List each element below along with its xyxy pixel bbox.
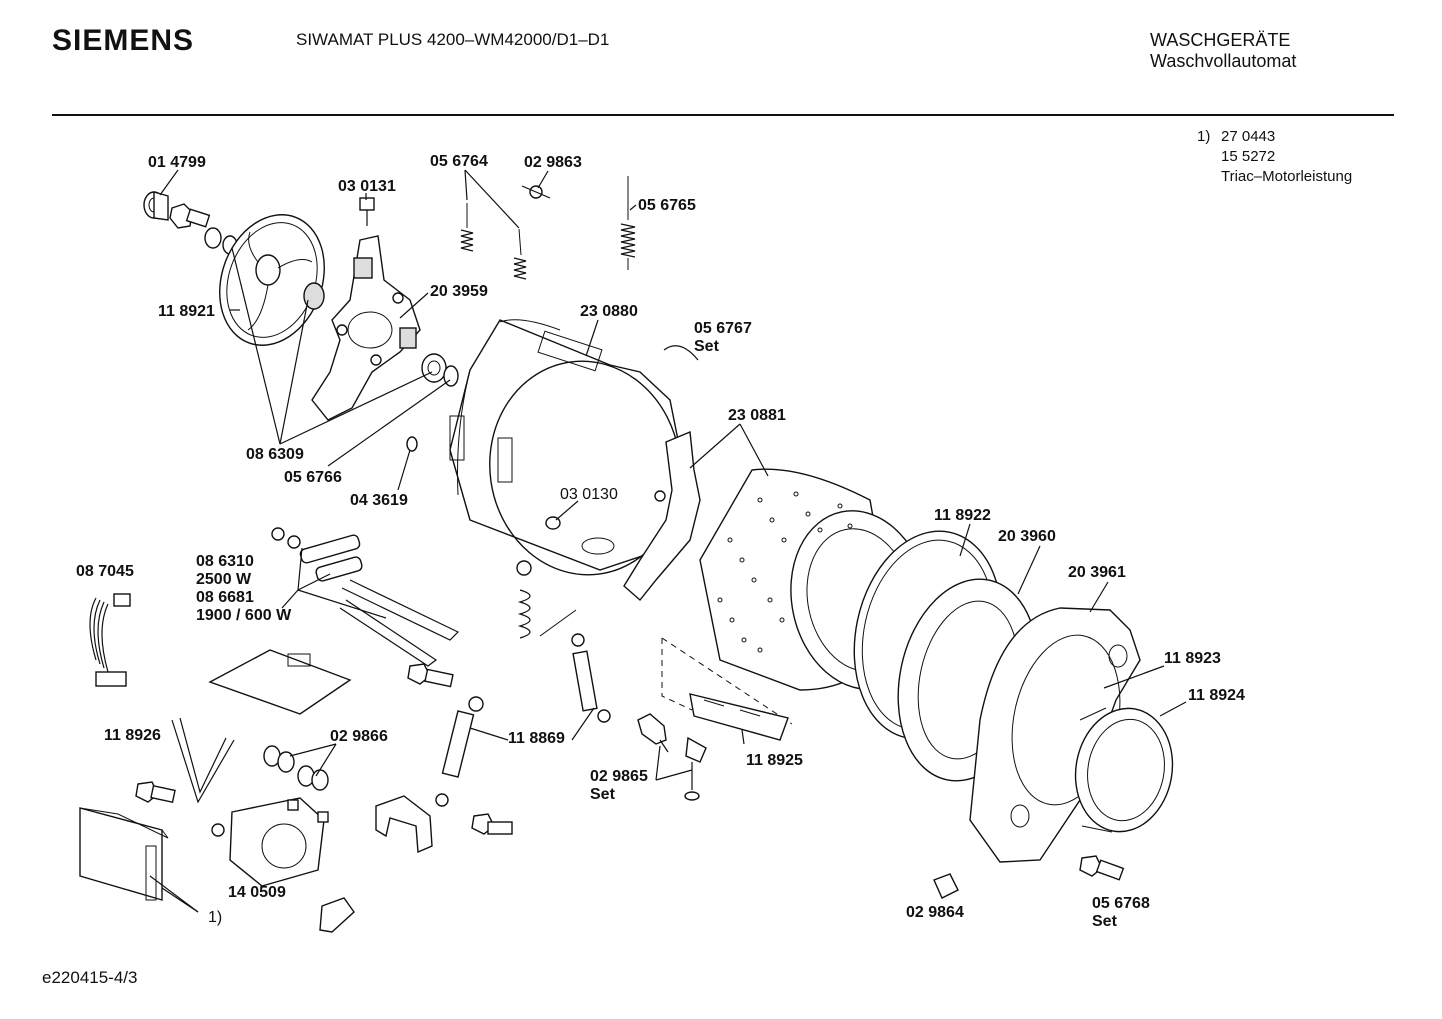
category-subtitle: Waschvollautomat	[1150, 51, 1297, 71]
baffle-part	[689, 693, 789, 741]
wiring-harness-part	[89, 593, 131, 687]
header-divider	[52, 114, 1394, 116]
part-label: 04 3619	[350, 492, 408, 509]
part-label: 08 7045	[76, 563, 134, 580]
part-label: 05 6764	[430, 153, 488, 170]
footnote-marker: 1)	[1197, 128, 1211, 145]
part-label: 08 6309	[246, 446, 304, 463]
part-label: 03 0130	[560, 486, 618, 503]
bearing-part	[421, 353, 447, 383]
bracket-part	[375, 795, 433, 854]
part-label: 02 9865	[590, 768, 648, 785]
drain-plug-part	[637, 713, 707, 801]
model-title: SIWAMAT PLUS 4200–WM42000/D1–D1	[296, 30, 610, 49]
bracket-part	[319, 897, 355, 933]
part-label: 20 3959	[430, 283, 488, 300]
part-label: 2500 W	[196, 571, 252, 588]
part-label: 08 6310	[196, 553, 254, 570]
seal-ring-part	[443, 365, 459, 387]
document-id: e220415-4/3	[42, 968, 138, 987]
part-label: 05 6767	[694, 320, 752, 337]
part-label: 03 0131	[338, 178, 396, 195]
part-label: 02 9866	[330, 728, 388, 745]
door-ring-part	[1074, 707, 1174, 833]
bracket-plate-part	[208, 649, 352, 715]
part-label: Set	[694, 338, 720, 355]
part-label: 11 8922	[934, 507, 991, 524]
part-label: Set	[590, 786, 616, 803]
drum-cross-part	[311, 235, 421, 421]
bushing-part	[143, 191, 169, 221]
part-label: 05 6765	[638, 197, 696, 214]
part-label: 23 0880	[580, 303, 638, 320]
small-washer-part	[406, 436, 418, 452]
part-label: 02 9863	[524, 154, 582, 171]
motor-control-module-part	[79, 807, 169, 901]
part-label: 1900 / 600 W	[196, 607, 292, 624]
footnote-line: 27 0443	[1221, 128, 1276, 145]
drum-pulley-part	[219, 214, 325, 346]
shock-absorber-part	[571, 633, 611, 723]
drive-belt-part	[171, 717, 235, 804]
bolt-part	[471, 813, 513, 835]
foot-part	[297, 765, 315, 787]
part-label: 11 8926	[104, 727, 161, 744]
category-title: WASCHGERÄTE	[1150, 30, 1291, 50]
shock-absorber-part	[435, 696, 484, 807]
leader-lines	[149, 169, 1187, 913]
brand-logo: SIEMENS	[52, 24, 195, 57]
part-label: 20 3961	[1068, 564, 1126, 581]
drum-support-part	[623, 430, 701, 602]
part-label: 11 8924	[1188, 687, 1245, 704]
clip-part	[521, 185, 551, 199]
footnote-line: Triac–Motorleistung	[1221, 168, 1353, 185]
screw-part	[359, 197, 375, 226]
clip-part	[933, 873, 959, 899]
heating-element-part	[271, 527, 460, 667]
part-label: 11 8869	[508, 730, 565, 747]
part-label: 1)	[208, 909, 222, 926]
part-label: 23 0881	[728, 407, 786, 424]
part-label: 20 3960	[998, 528, 1056, 545]
detail-frame	[661, 637, 793, 725]
part-label: Set	[1092, 913, 1118, 930]
bolt-part	[1079, 855, 1125, 881]
part-label: 08 6681	[196, 589, 254, 606]
motor-part	[211, 797, 329, 887]
part-label: 14 0509	[228, 884, 286, 901]
part-label: 05 6768	[1092, 895, 1150, 912]
part-label: 11 8925	[746, 752, 803, 769]
footnote-line: 15 5272	[1221, 148, 1276, 165]
bolt-part	[135, 781, 176, 803]
part-label: 01 4799	[148, 154, 206, 171]
part-label: 11 8923	[1164, 650, 1221, 667]
tension-spring-part	[620, 176, 636, 270]
hose-clamp-part	[663, 345, 699, 361]
washer-part	[204, 227, 222, 249]
part-label: 11 8921	[158, 303, 215, 320]
tension-spring-part	[460, 203, 527, 280]
pulley-bolt-part	[169, 203, 211, 229]
spring-part	[516, 560, 577, 639]
part-label: 02 9864	[906, 904, 964, 921]
part-label: 05 6766	[284, 469, 342, 486]
bolt-part	[407, 663, 454, 688]
